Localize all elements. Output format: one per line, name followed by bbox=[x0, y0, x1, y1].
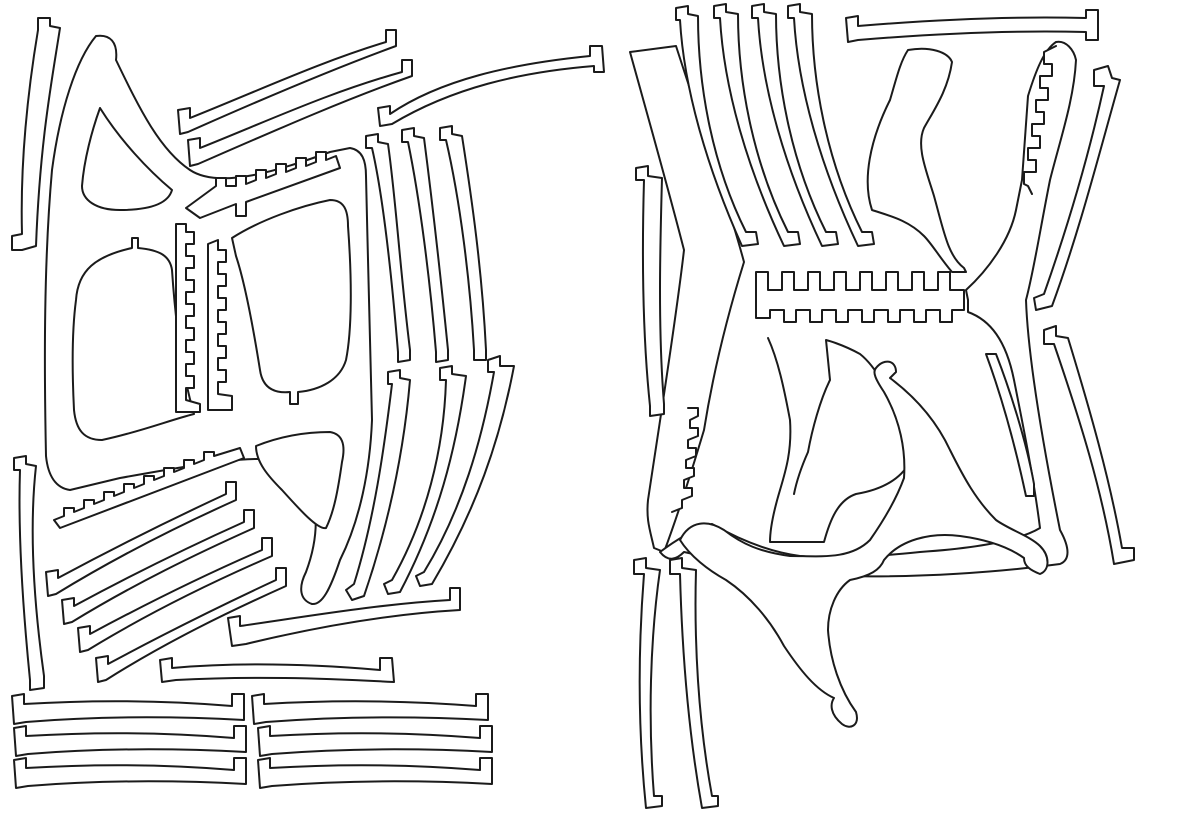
slat-right-toothed bbox=[1023, 45, 1057, 195]
slat-upper-1 bbox=[177, 29, 397, 135]
base-frame bbox=[659, 40, 1077, 578]
slat-horizontal-centre bbox=[159, 657, 395, 683]
slat-vertical-3 bbox=[439, 125, 487, 361]
frame-hole-upper bbox=[81, 107, 173, 211]
slat-bottom-right-1 bbox=[633, 557, 663, 809]
toothed-strip-top bbox=[185, 151, 341, 219]
slat-horizontal-mid bbox=[227, 587, 461, 647]
slat-bottom-4 bbox=[251, 693, 489, 725]
slat-vertical-2 bbox=[401, 127, 449, 363]
slat-vertical-4 bbox=[345, 369, 411, 601]
toothed-strip-bottom bbox=[53, 447, 245, 529]
slat-bottom-6 bbox=[257, 757, 493, 789]
left-sheet bbox=[11, 17, 605, 789]
slat-vertical-6 bbox=[415, 355, 515, 587]
slat-vertical-5 bbox=[383, 365, 467, 595]
base-right-leg bbox=[985, 353, 1035, 497]
slat-bottom-5 bbox=[257, 725, 493, 757]
slat-bottom-2 bbox=[13, 725, 247, 757]
hang-slat-2 bbox=[713, 3, 801, 247]
toothed-strip-vertical-2 bbox=[207, 239, 233, 411]
slat-right-1 bbox=[1033, 65, 1121, 311]
slat-left-top bbox=[11, 17, 61, 251]
base-comb-bar bbox=[755, 271, 965, 323]
slat-diagonal-2 bbox=[61, 509, 255, 625]
slat-bottom-right-2 bbox=[669, 557, 719, 809]
slat-vertical-1 bbox=[365, 133, 411, 363]
frame-window-right bbox=[231, 199, 352, 405]
slat-diagonal-3 bbox=[77, 537, 273, 653]
slat-bottom-1 bbox=[11, 693, 245, 725]
slat-diagonal-4 bbox=[95, 567, 287, 683]
slat-top-right bbox=[845, 9, 1099, 43]
hang-slat-4 bbox=[787, 3, 875, 247]
frame-window-left bbox=[71, 237, 195, 441]
right-sheet bbox=[629, 3, 1135, 809]
toothed-strip-vertical-1 bbox=[175, 223, 201, 413]
base-lower-leg bbox=[767, 337, 911, 543]
frame-hole-lower bbox=[255, 431, 345, 530]
hang-slat-3 bbox=[751, 3, 839, 247]
base-sweep-arm bbox=[679, 360, 1049, 728]
slat-bottom-3 bbox=[13, 757, 247, 789]
hang-slat-1 bbox=[675, 5, 759, 247]
slat-left-bottom bbox=[13, 455, 45, 691]
slat-diagonal-1 bbox=[45, 481, 237, 597]
base-upper-arm bbox=[866, 47, 967, 273]
slat-upper-2 bbox=[187, 59, 413, 167]
base-left-teeth bbox=[671, 407, 699, 513]
slat-right-2 bbox=[1043, 325, 1135, 565]
slat-right-left-vertical bbox=[635, 165, 665, 417]
slat-diagonal-top bbox=[377, 45, 605, 127]
